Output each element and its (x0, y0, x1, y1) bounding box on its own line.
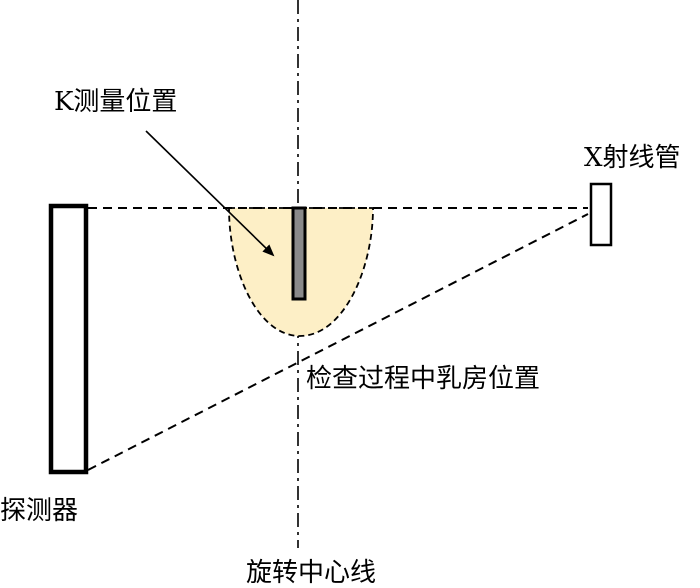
beam-line-bottom (87, 213, 589, 471)
rotation-axis-label: 旋转中心线 (246, 558, 376, 588)
k-position-arrow (145, 130, 275, 257)
k-position-label: K测量位置 (54, 87, 177, 117)
detector-panel (48, 203, 89, 475)
xray-tube-box (589, 182, 613, 247)
k-measurement-sensor (291, 206, 307, 301)
breast-position-label: 检查过程中乳房位置 (306, 364, 540, 394)
detector-label: 探测器 (0, 496, 78, 526)
xray-tube-label: X射线管 (584, 143, 681, 173)
